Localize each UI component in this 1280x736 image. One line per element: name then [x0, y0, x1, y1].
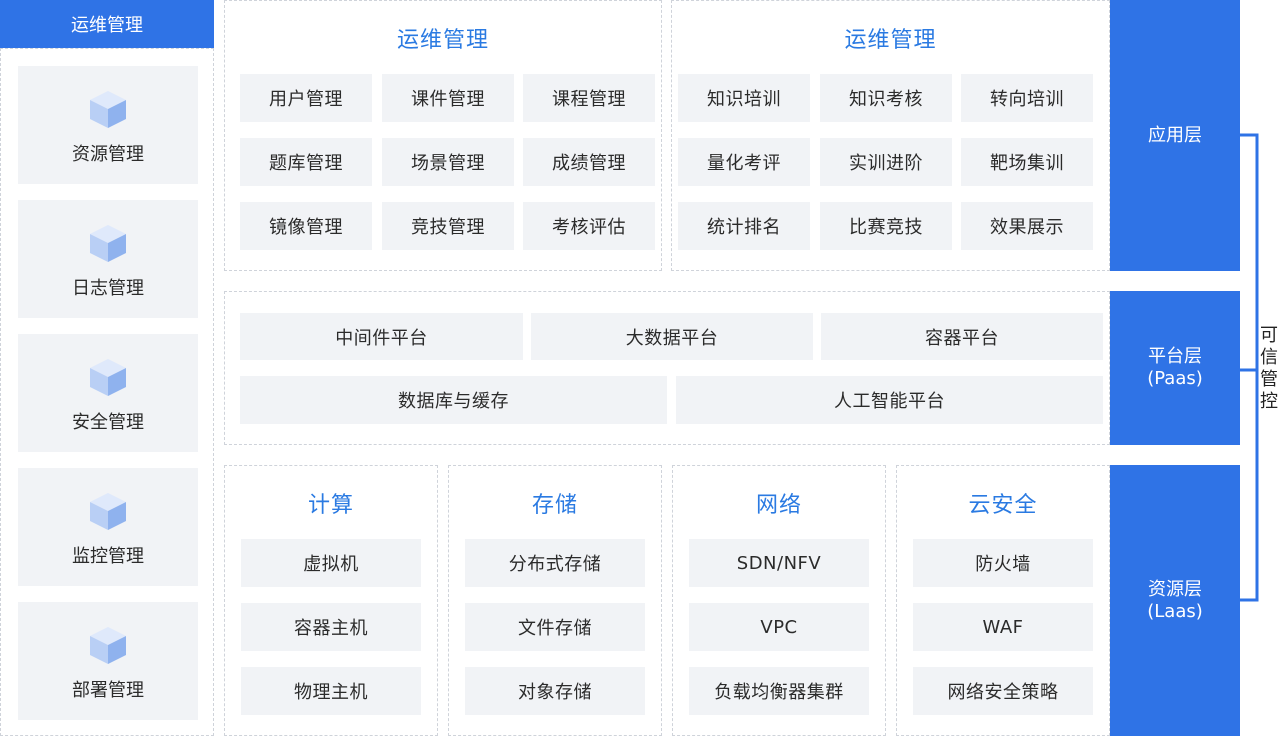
app-layer-label: 应用层 [1148, 124, 1202, 146]
resource-chip[interactable]: 文件存储 [465, 603, 645, 651]
resource-layer-sublabel: (Laas) [1147, 600, 1203, 622]
resource-chip[interactable]: VPC [689, 603, 869, 651]
module-chip[interactable]: 考核评估 [523, 202, 655, 250]
module-chip[interactable]: 实训进阶 [820, 138, 952, 186]
trust-control-label: 可 信 管 控 [1260, 325, 1278, 412]
sidebar-item-resource[interactable]: 资源管理 [18, 66, 198, 184]
module-chip[interactable]: 量化考评 [678, 138, 810, 186]
platform-chip[interactable]: 中间件平台 [240, 313, 523, 360]
module-chip[interactable]: 统计排名 [678, 202, 810, 250]
module-chip[interactable]: 知识考核 [820, 74, 952, 122]
platform-chip[interactable]: 大数据平台 [531, 313, 813, 360]
module-chip[interactable]: 场景管理 [382, 138, 514, 186]
module-chip[interactable]: 用户管理 [240, 74, 372, 122]
sidebar-item-deploy[interactable]: 部署管理 [18, 602, 198, 720]
platform-layer-band: 平台层 (Paas) [1110, 291, 1240, 445]
sidebar-header: 运维管理 [0, 0, 214, 48]
sidebar-item-label: 部署管理 [72, 680, 144, 701]
resource-chip[interactable]: 容器主机 [241, 603, 421, 651]
resource-chip[interactable]: 负载均衡器集群 [689, 667, 869, 715]
resource-layer-band: 资源层 (Laas) [1110, 465, 1240, 736]
cube-icon [90, 225, 126, 262]
module-chip[interactable]: 课程管理 [523, 74, 655, 122]
resource-chip[interactable]: WAF [913, 603, 1093, 651]
resource-chip[interactable]: 虚拟机 [241, 539, 421, 587]
module-chip[interactable]: 比赛竞技 [820, 202, 952, 250]
cube-icon [90, 91, 126, 128]
cube-icon [90, 627, 126, 664]
module-chip[interactable]: 竞技管理 [382, 202, 514, 250]
module-chip[interactable]: 知识培训 [678, 74, 810, 122]
module-chip[interactable]: 效果展示 [961, 202, 1093, 250]
resource-chip[interactable]: 对象存储 [465, 667, 645, 715]
compute-title: 计算 [307, 493, 354, 518]
module-chip[interactable]: 成绩管理 [523, 138, 655, 186]
sidebar-panel: 资源管理 日志管理 安全管理 监控管理 部署管理 [0, 48, 214, 736]
cube-icon [90, 493, 126, 530]
sidebar-item-label: 日志管理 [72, 278, 144, 299]
module-chip[interactable]: 课件管理 [382, 74, 514, 122]
trust-bracket-connector [1240, 133, 1259, 602]
module-chip[interactable]: 转向培训 [961, 74, 1093, 122]
platform-chip[interactable]: 数据库与缓存 [240, 376, 667, 424]
platform-chip[interactable]: 人工智能平台 [676, 376, 1103, 424]
sidebar-item-security[interactable]: 安全管理 [18, 334, 198, 452]
sidebar-item-log[interactable]: 日志管理 [18, 200, 198, 318]
platform-layer-sublabel: (Paas) [1147, 368, 1203, 389]
network-title: 网络 [755, 493, 802, 518]
resource-chip[interactable]: 物理主机 [241, 667, 421, 715]
resource-chip[interactable]: 防火墙 [913, 539, 1093, 587]
platform-layer-label: 平台层 [1148, 346, 1202, 367]
storage-title: 存储 [531, 493, 578, 518]
platform-chip[interactable]: 容器平台 [821, 313, 1103, 360]
sidebar-item-label: 安全管理 [72, 412, 144, 433]
app-right-title: 运维管理 [844, 28, 937, 53]
sidebar-item-monitor[interactable]: 监控管理 [18, 468, 198, 586]
module-chip[interactable]: 靶场集训 [961, 138, 1093, 186]
sidebar-item-label: 监控管理 [72, 546, 144, 567]
module-chip[interactable]: 镜像管理 [240, 202, 372, 250]
resource-layer-label: 资源层 [1148, 578, 1202, 600]
module-chip[interactable]: 题库管理 [240, 138, 372, 186]
security-title: 云安全 [968, 493, 1038, 518]
app-left-title: 运维管理 [396, 28, 489, 53]
app-layer-band: 应用层 [1110, 0, 1240, 271]
sidebar-item-label: 资源管理 [72, 144, 144, 165]
cube-icon [90, 359, 126, 396]
resource-chip[interactable]: 分布式存储 [465, 539, 645, 587]
resource-chip[interactable]: SDN/NFV [689, 539, 869, 587]
resource-chip[interactable]: 网络安全策略 [913, 667, 1093, 715]
